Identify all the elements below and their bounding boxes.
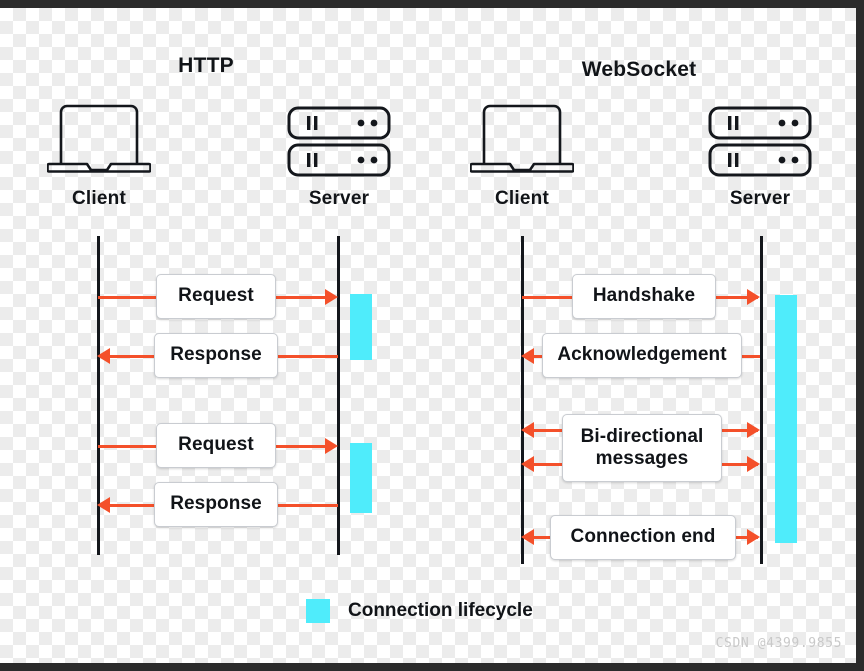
- node-http-server: Server: [254, 96, 424, 210]
- message-box-bidirectional[interactable]: Bi-directional messages: [562, 414, 722, 482]
- watermark: CSDN @4399.9855: [715, 636, 842, 651]
- arrow-head-right-icon: [747, 422, 760, 438]
- arrow-head-right-icon: [747, 289, 760, 305]
- panel-title-websocket: WebSocket: [581, 58, 697, 81]
- legend: Connection lifecycle: [306, 599, 533, 623]
- message-box[interactable]: Response: [154, 333, 278, 378]
- panel-title-http: HTTP: [178, 54, 234, 77]
- arrow-head-left-icon: [521, 529, 534, 545]
- message-box[interactable]: Request: [156, 423, 276, 468]
- message-box[interactable]: Handshake: [572, 274, 716, 319]
- panel-websocket: WebSocket Client: [432, 8, 856, 663]
- node-ws-server: Server: [675, 96, 845, 210]
- message-box[interactable]: Connection end: [550, 515, 736, 560]
- lifecycle-bar-ws-1: [775, 295, 797, 543]
- legend-label-lifecycle: Connection lifecycle: [348, 600, 533, 621]
- arrow-head-left-icon: [521, 422, 534, 438]
- arrow-head-left-icon: [521, 348, 534, 364]
- arrow-head-left-icon: [97, 348, 110, 364]
- laptop-icon: [437, 96, 607, 178]
- arrow-head-left-icon: [97, 497, 110, 513]
- server-rack-icon: [675, 96, 845, 178]
- message-box[interactable]: Acknowledgement: [542, 333, 742, 378]
- message-box[interactable]: Response: [154, 482, 278, 527]
- arrow-head-left-icon: [521, 456, 534, 472]
- message-box[interactable]: Request: [156, 274, 276, 319]
- laptop-icon: [14, 96, 184, 178]
- message-line-2: messages: [595, 448, 689, 469]
- message-line-1: Bi-directional: [580, 425, 704, 447]
- lifeline-http-server: [337, 236, 340, 555]
- node-label-ws-client: Client: [495, 188, 549, 209]
- diagram-canvas: HTTP Client: [0, 8, 856, 663]
- arrow-head-right-icon: [747, 456, 760, 472]
- node-http-client: Client: [14, 96, 184, 210]
- lifecycle-bar-http-1: [350, 294, 372, 360]
- panel-http: HTTP Client: [0, 8, 432, 663]
- lifeline-ws-client: [521, 236, 524, 564]
- lifecycle-bar-http-2: [350, 443, 372, 513]
- lifeline-http-client: [97, 236, 100, 555]
- arrow-head-right-icon: [747, 529, 760, 545]
- arrow-head-right-icon: [325, 438, 338, 454]
- node-label-http-client: Client: [72, 188, 126, 209]
- node-label-http-server: Server: [308, 188, 370, 209]
- lifeline-ws-server: [760, 236, 763, 564]
- node-ws-client: Client: [437, 96, 607, 210]
- arrow-head-right-icon: [325, 289, 338, 305]
- node-label-ws-server: Server: [729, 188, 791, 209]
- server-rack-icon: [254, 96, 424, 178]
- legend-swatch-lifecycle: [306, 599, 330, 623]
